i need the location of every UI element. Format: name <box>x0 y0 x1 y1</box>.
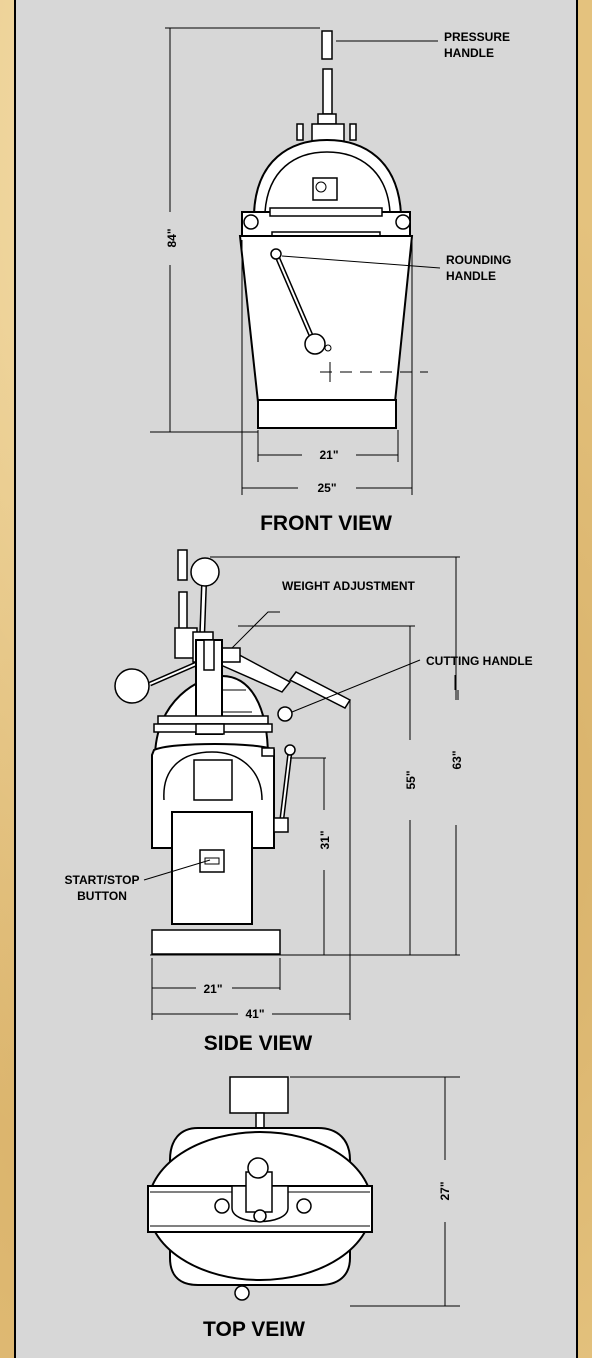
label-pressure-handle-1: PRESSURE <box>444 30 510 44</box>
front-view-dimensions <box>150 27 441 495</box>
label-pressure-handle-2: HANDLE <box>444 46 494 60</box>
label-weight-adjustment: WEIGHT ADJUSTMENT <box>282 579 416 593</box>
dim-top-27: 27" <box>438 1181 452 1200</box>
label-rounding-handle-1: ROUNDING <box>446 253 511 267</box>
dim-front-outer-width: 25" <box>317 481 336 495</box>
label-cutting-handle: CUTTING HANDLE <box>426 654 533 668</box>
side-view-dimensions <box>143 556 460 1020</box>
dim-front-inner-width: 21" <box>319 448 338 462</box>
dim-side-41: 41" <box>245 1007 264 1021</box>
top-view-dimensions <box>290 1076 460 1307</box>
dim-side-63: 63" <box>450 750 464 769</box>
label-rounding-handle-2: HANDLE <box>446 269 496 283</box>
top-view-title: TOP VEIW <box>203 1318 305 1341</box>
top-view-texts: 27" TOP VEIW <box>203 1181 452 1341</box>
dim-side-21: 21" <box>203 982 222 996</box>
front-view-title: FRONT VIEW <box>260 512 392 535</box>
top-view-machine <box>147 1076 373 1301</box>
label-start-stop-1: START/STOP <box>65 873 140 887</box>
front-view-texts: PRESSURE HANDLE ROUNDING HANDLE 84" 21" … <box>165 30 511 535</box>
side-view-texts: WEIGHT ADJUSTMENT CUTTING HANDLE START/S… <box>65 579 533 1055</box>
dim-front-height: 84" <box>165 228 179 247</box>
front-view-machine <box>238 30 428 429</box>
dim-side-31: 31" <box>318 830 332 849</box>
side-view-title: SIDE VIEW <box>204 1032 313 1055</box>
side-view-machine <box>114 549 352 955</box>
label-start-stop-2: BUTTON <box>77 889 127 903</box>
dim-side-55: 55" <box>404 770 418 789</box>
